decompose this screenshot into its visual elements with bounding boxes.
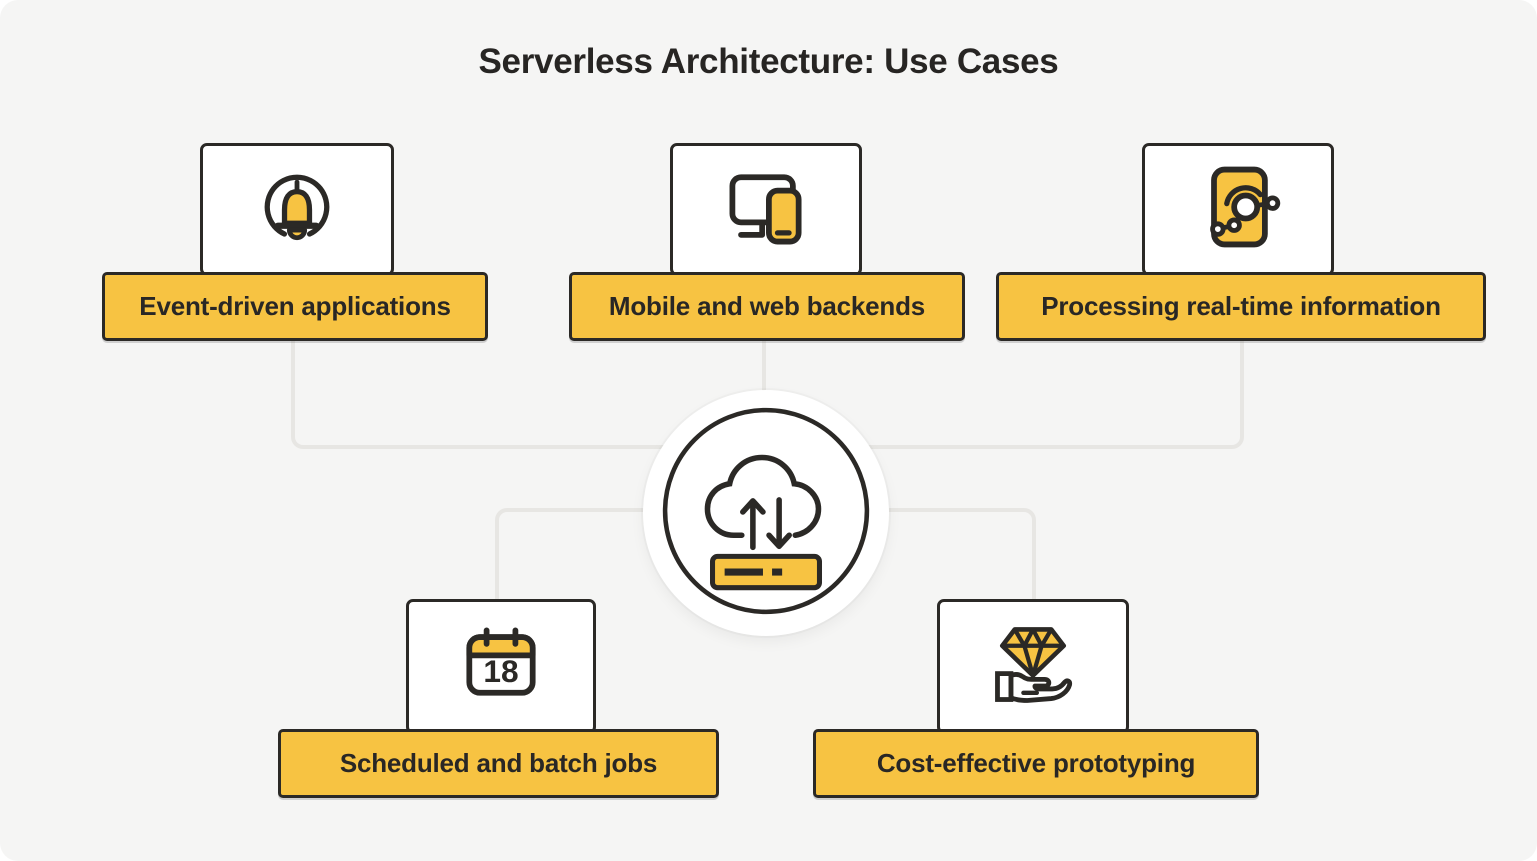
label-event-driven: Event-driven applications <box>102 272 488 341</box>
monitor-and-phone-icon <box>718 159 814 260</box>
label-scheduled-text: Scheduled and batch jobs <box>339 748 658 778</box>
hand-holding-diamond-icon <box>985 616 1081 717</box>
card-prototyping <box>937 599 1129 734</box>
card-real-time <box>1142 143 1334 276</box>
card-mobile-web <box>670 143 862 276</box>
notification-bell-icon <box>249 159 345 260</box>
card-event-driven <box>200 143 394 276</box>
calendar-icon: 18 <box>453 616 549 717</box>
label-prototyping-text: Cost-effective prototyping <box>876 748 1196 778</box>
label-real-time: Processing real-time information <box>996 272 1486 341</box>
central-hub-circle <box>643 390 889 636</box>
label-mobile-web-text: Mobile and web backends <box>608 291 926 321</box>
label-mobile-web: Mobile and web backends <box>569 272 965 341</box>
label-real-time-text: Processing real-time information <box>1041 291 1441 321</box>
calendar-day-number: 18 <box>483 653 518 689</box>
label-prototyping: Cost-effective prototyping <box>813 729 1259 798</box>
label-scheduled: Scheduled and batch jobs <box>278 729 719 798</box>
page-title: Serverless Architecture: Use Cases <box>478 42 1059 81</box>
card-scheduled: 18 <box>406 599 596 734</box>
cloud-upload-download-server-icon <box>655 400 877 627</box>
label-event-driven-text: Event-driven applications <box>139 291 451 321</box>
phone-data-points-icon <box>1190 159 1286 260</box>
